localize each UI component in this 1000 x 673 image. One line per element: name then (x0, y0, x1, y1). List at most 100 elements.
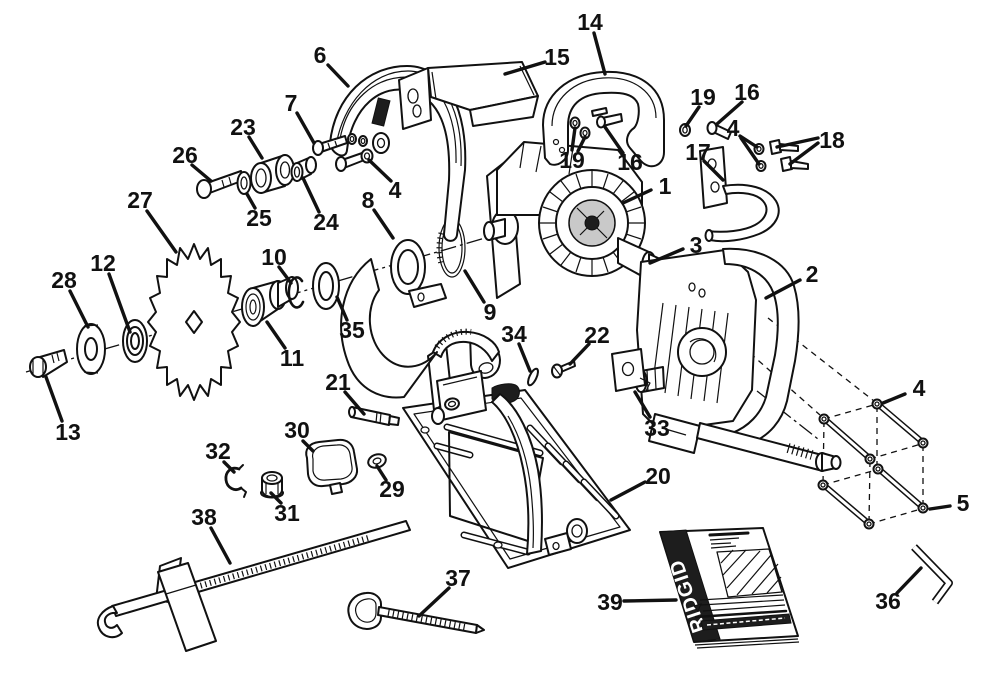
callout-16: 16 (603, 125, 643, 175)
callout-14: 14 (577, 9, 607, 76)
part-8-lower-guard (340, 239, 447, 399)
callout-number: 17 (685, 139, 711, 165)
callout-number: 10 (261, 244, 287, 270)
part-10-retaining-ring (287, 276, 305, 309)
part-13-blade-bolt (29, 349, 68, 378)
part-15-guard-cover (398, 61, 539, 130)
callout-number: 22 (584, 322, 610, 348)
part-34-pin (527, 367, 539, 387)
callout-number: 12 (90, 250, 116, 276)
callout-22: 22 (568, 322, 610, 366)
part-1-motor-assembly (483, 141, 689, 299)
part-6-upper-guard (329, 65, 467, 242)
part-4-5-guide-rods (817, 398, 929, 530)
callout-number: 37 (445, 565, 471, 591)
part-19-washer-right (679, 123, 691, 137)
callout-24: 24 (301, 176, 339, 235)
callout-28: 28 (51, 267, 90, 329)
part-23-roller (250, 154, 295, 194)
part-27-saw-blade (147, 243, 241, 401)
part-35-washer (312, 262, 340, 310)
callout-29: 29 (375, 464, 405, 502)
callout-number: 1 (659, 173, 672, 199)
callout-4: 4 (727, 115, 761, 166)
callout-number: 25 (246, 205, 272, 231)
callout-16: 16 (715, 79, 760, 126)
part-33-block (611, 348, 651, 392)
callout-4: 4 (881, 375, 926, 405)
callout-number: 32 (205, 438, 231, 464)
callout-number: 39 (597, 589, 623, 615)
callout-23: 23 (230, 114, 264, 160)
callout-15: 15 (503, 44, 570, 76)
callout-number: 23 (230, 114, 256, 140)
callout-number: 21 (325, 369, 351, 395)
part-21-pin (348, 406, 400, 426)
callout-number: 5 (957, 490, 970, 516)
callout-39: 39 (597, 589, 678, 615)
bevel-quadrant-assembly (427, 328, 588, 556)
callout-number: 4 (389, 177, 402, 203)
part-28-outer-washer (76, 323, 106, 375)
callout-18: 18 (775, 127, 845, 166)
callout-number: 11 (280, 345, 305, 371)
callout-number: 3 (690, 232, 703, 258)
callout-number: 16 (734, 79, 760, 105)
callout-number: 8 (362, 187, 375, 213)
callout-3: 3 (648, 232, 703, 265)
callout-37: 37 (417, 565, 471, 618)
part-16-screw-right (706, 121, 732, 140)
callout-11: 11 (265, 320, 305, 371)
callout-20: 20 (609, 463, 671, 502)
callout-number: 2 (806, 261, 819, 287)
callout-number: 4 (913, 375, 926, 401)
callout-number: 15 (544, 44, 570, 70)
part-31-nut (260, 471, 284, 499)
callout-13: 13 (44, 375, 81, 445)
part-38-rip-fence (96, 520, 411, 652)
callout-5: 5 (928, 490, 970, 516)
callout-30: 30 (284, 417, 315, 453)
part-37-depth-rod (347, 591, 485, 634)
part-11-blade-flange (241, 276, 299, 327)
callout-17: 17 (685, 139, 725, 182)
callout-33: 33 (633, 390, 670, 441)
callout-8: 8 (362, 187, 395, 240)
part-32-e-clip (224, 464, 247, 498)
callout-4: 4 (367, 158, 402, 203)
callout-32: 32 (205, 438, 236, 474)
callout-number: 34 (501, 321, 527, 347)
callout-9: 9 (463, 269, 496, 325)
callout-number: 13 (55, 419, 81, 445)
callout-number: 35 (339, 317, 365, 343)
callout-21: 21 (325, 369, 366, 416)
part-29-washer (367, 453, 387, 469)
part-30-cap (305, 438, 359, 495)
part-36-hex-key (911, 544, 953, 605)
part-39-manual: RIDGID (659, 527, 800, 649)
callout-number: 18 (819, 127, 845, 153)
callout-38: 38 (191, 504, 232, 565)
callout-number: 16 (617, 149, 643, 175)
callout-number: 28 (51, 267, 77, 293)
callout-number: 36 (875, 588, 901, 614)
callout-1: 1 (621, 173, 672, 205)
callout-12: 12 (90, 250, 132, 334)
manual-spine-band (659, 529, 721, 643)
callout-number: 4 (727, 115, 740, 141)
part-16-screw-left (591, 107, 623, 129)
part-17-front-handle (699, 146, 780, 243)
callout-number: 38 (191, 504, 217, 530)
callout-number: 20 (645, 463, 671, 489)
callout-25: 25 (245, 192, 272, 231)
callout-7: 7 (285, 90, 316, 145)
callout-number: 24 (313, 209, 339, 235)
callout-number: 29 (379, 476, 405, 502)
callout-number: 7 (285, 90, 298, 116)
callout-6: 6 (314, 42, 350, 88)
callout-number: 31 (274, 500, 300, 526)
part-25-washer (236, 171, 252, 195)
callout-10: 10 (261, 244, 293, 285)
